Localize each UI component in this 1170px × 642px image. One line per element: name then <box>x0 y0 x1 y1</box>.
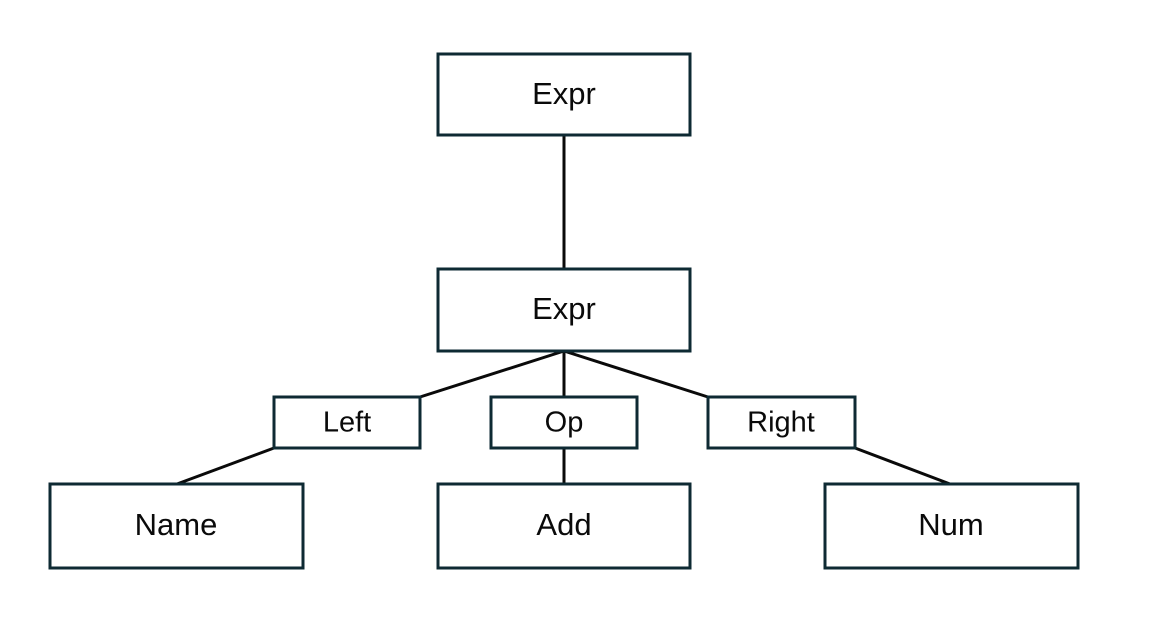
node-right-label: Right <box>747 407 815 439</box>
node-num-label: Num <box>918 507 983 542</box>
node-num-box[interactable] <box>823 482 1080 570</box>
node-expr-child-label: Expr <box>532 291 596 326</box>
node-expr-root-label: Expr <box>532 76 596 111</box>
edge-right-to-num <box>854 446 951 486</box>
edge-left-to-name <box>176 446 275 486</box>
node-left[interactable]: Left <box>272 395 422 450</box>
node-left-box[interactable] <box>272 395 422 450</box>
node-op-box[interactable] <box>489 395 639 450</box>
node-expr-root[interactable]: Expr <box>436 52 692 137</box>
edge-expr-child-to-right <box>563 349 709 399</box>
node-right[interactable]: Right <box>706 395 857 450</box>
node-op-label: Op <box>545 407 584 439</box>
node-expr-child[interactable]: Expr <box>436 267 692 353</box>
node-name-label: Name <box>135 507 218 542</box>
node-add-label: Add <box>536 507 591 542</box>
edge-expr-child-to-left <box>419 349 565 399</box>
node-expr-child-box[interactable] <box>436 267 692 353</box>
node-add[interactable]: Add <box>436 482 692 570</box>
node-name-box[interactable] <box>48 482 305 570</box>
node-num[interactable]: Num <box>823 482 1080 570</box>
edge-group <box>176 135 951 486</box>
node-name[interactable]: Name <box>48 482 305 570</box>
node-add-box[interactable] <box>436 482 692 570</box>
node-left-label: Left <box>323 407 371 439</box>
node-expr-root-box[interactable] <box>436 52 692 137</box>
node-right-box[interactable] <box>706 395 857 450</box>
node-op[interactable]: Op <box>489 395 639 450</box>
